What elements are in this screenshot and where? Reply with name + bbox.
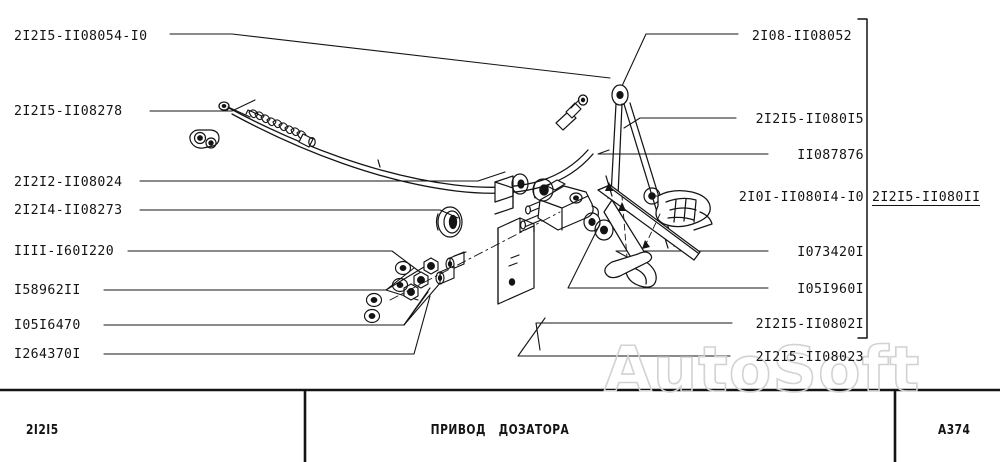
cable-end-eyelet: [218, 101, 230, 111]
bracket-plate: [497, 217, 535, 305]
cable-clip-part: [189, 129, 220, 149]
part-label-right-4[interactable]: 2I0I-II080I4-I0: [738, 190, 864, 205]
part-label-left-3[interactable]: 2I2I2-II08024: [14, 175, 123, 190]
part-label-right-1[interactable]: 2I08-II08052: [751, 29, 852, 44]
pedal-assembly: [597, 84, 713, 288]
hardware-cluster: [363, 211, 561, 324]
part-label-right-3[interactable]: II087876: [797, 148, 864, 163]
title-block-group-code: 2I2I5: [26, 423, 59, 438]
title-block-sheet-code: A374: [938, 423, 971, 438]
part-label-right-8[interactable]: 2I2I5-II08023: [755, 350, 864, 365]
group-bracket: [857, 18, 868, 339]
cable-ferrule-left: [298, 133, 316, 148]
part-label-left-8[interactable]: I264370I: [14, 347, 81, 362]
cable-spring-coil: [227, 106, 307, 140]
lever-clevis-part: [537, 179, 599, 231]
part-label-left-2[interactable]: 2I2I5-II08278: [14, 104, 123, 119]
grommet-part: [435, 206, 463, 238]
square-spacer-part: [494, 175, 514, 215]
part-label-right-6[interactable]: I05I960I: [797, 282, 864, 297]
title-block-title: ПРИВОД ДОЗАТОРА: [430, 423, 570, 438]
washer-parts: [511, 173, 661, 241]
part-label-right-2[interactable]: 2I2I5-II080I5: [755, 112, 864, 127]
part-label-right-5[interactable]: I073420I: [797, 245, 864, 260]
part-label-left-4[interactable]: 2I2I4-II08273: [14, 203, 123, 218]
cable-ferrule-right: [555, 94, 589, 131]
part-label-left-6[interactable]: I58962II: [14, 283, 81, 298]
title-block-dividers: [303, 389, 897, 462]
assembly-code-boxed[interactable]: 2I2I5-II080II: [872, 190, 981, 207]
part-label-left-5[interactable]: IIII-I60I220: [14, 244, 115, 259]
part-label-left-7[interactable]: I05I6470: [14, 318, 81, 333]
part-label-left-1[interactable]: 2I2I5-II08054-I0: [14, 29, 148, 44]
part-label-right-7[interactable]: 2I2I5-II0802I: [755, 317, 864, 332]
